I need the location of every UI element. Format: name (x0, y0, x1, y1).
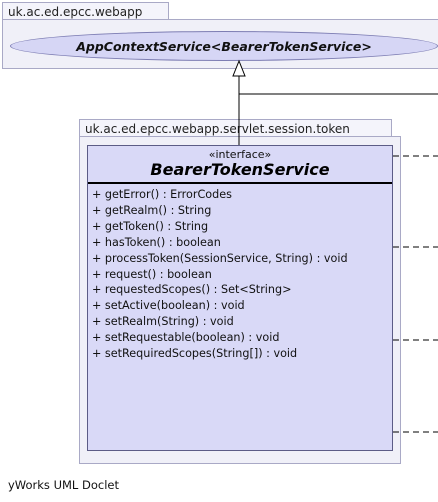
method-item: + requestedScopes() : Set<String> (92, 283, 292, 297)
method-item: + setRequestable(boolean) : void (92, 331, 280, 345)
inner-package-tab: uk.ac.ed.epcc.webapp.servlet.session.tok… (79, 119, 392, 137)
class-name: BearerTokenService (150, 160, 330, 179)
method-item: + hasToken() : boolean (92, 235, 221, 249)
method-item: + setActive(boolean) : void (92, 299, 245, 313)
method-item: + getRealm() : String (92, 203, 212, 217)
method-item: + getToken() : String (92, 219, 209, 233)
app-context-service-label: AppContextService<BearerTokenService> (76, 38, 372, 54)
top-package-tab: uk.ac.ed.epcc.webapp (2, 2, 169, 20)
app-context-service-ellipse[interactable] (10, 31, 438, 61)
top-package-name: uk.ac.ed.epcc.webapp (8, 5, 143, 19)
realization-arrowhead (232, 59, 246, 77)
class-stereotype: «interface» (208, 148, 272, 161)
method-item: + setRealm(String) : void (92, 315, 234, 329)
method-list: + getError() : ErrorCodes + getRealm() :… (92, 187, 390, 362)
method-item: + getError() : ErrorCodes (92, 188, 232, 201)
class-divider (88, 182, 392, 184)
method-item: + setRequiredScopes(String[]) : void (92, 347, 298, 361)
method-item: + processToken(SessionService, String) :… (92, 251, 348, 265)
footer-label: yWorks UML Doclet (8, 478, 119, 492)
bearer-token-service-class[interactable]: «interface» BearerTokenService + getErro… (87, 145, 393, 451)
method-item: + request() : boolean (92, 267, 212, 281)
inner-package-name: uk.ac.ed.epcc.webapp.servlet.session.tok… (85, 122, 350, 136)
